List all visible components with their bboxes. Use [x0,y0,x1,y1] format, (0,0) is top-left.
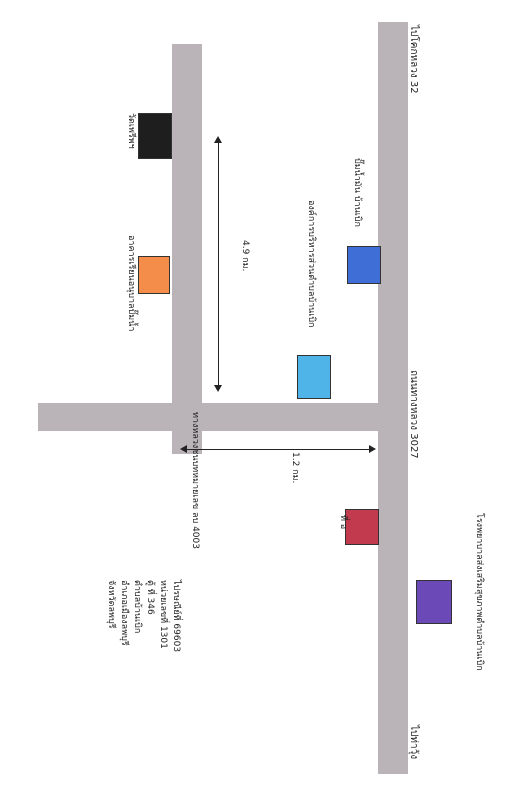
red-place-marker [345,509,379,545]
arrow-head-up [214,136,222,143]
connector-road [38,403,408,431]
south-destination-label: ไปท่าวุ้ง [408,725,419,760]
kindergarten-marker [138,256,170,294]
temple-label: วัดเพรีพฯ [126,113,136,149]
sao-office-marker [297,355,331,399]
health-center-label: โรงพยาบาลส่งเสริมสุขภาพตำบลบ้านเบิก [474,513,484,671]
temple-marker [138,113,172,159]
health-center-marker [416,580,452,624]
arrow-head-left [180,445,187,453]
gas-station-label: ปั๊มน้ำมัน บ้านเบิก [352,158,362,227]
north-destination-label: ไปโคกหลวง 32 [408,25,419,94]
sao-office-label: องค์การบริหารส่วนตำบลบ้านเบิก [306,200,316,328]
gas-station-marker [347,246,381,284]
junction-road-label: ถนนทางหลวง 3027 [408,370,419,459]
distance-label-short: 1.2 กม. [290,452,300,484]
address-line: ตำบลบ้านเบิก [132,580,142,634]
arrow-head-down [214,385,222,392]
red-place-label: ที่ อ [338,515,348,530]
arrow-head-right [369,445,376,453]
address-block: ไปรษณีย์ที่ 69603 หน่วยเลขที่ 1301 ตู้ ท… [104,580,182,652]
address-line: ไปรษณีย์ที่ 69603 [171,580,181,653]
distance-arrow-long [218,140,219,388]
distance-arrow-short [186,449,372,450]
address-line: หน่วยเลขที่ 1301 [158,580,168,649]
address-line: อำเภอเมืองลพบุรี [119,580,129,646]
side-road [172,44,202,454]
address-line: จังหวัดลพบุรี [106,580,116,629]
address-line: ตู้ ที่ 346 [145,580,155,615]
main-highway [378,22,408,774]
kindergarten-label: อาคารเรียนอนุบาลปั๊มน้ำ [126,235,136,332]
distance-label-long: 4.9 กม. [240,240,250,272]
side-road-label: ทางหลวงชนบทหมายเลข ลบ 4003 [190,412,200,549]
